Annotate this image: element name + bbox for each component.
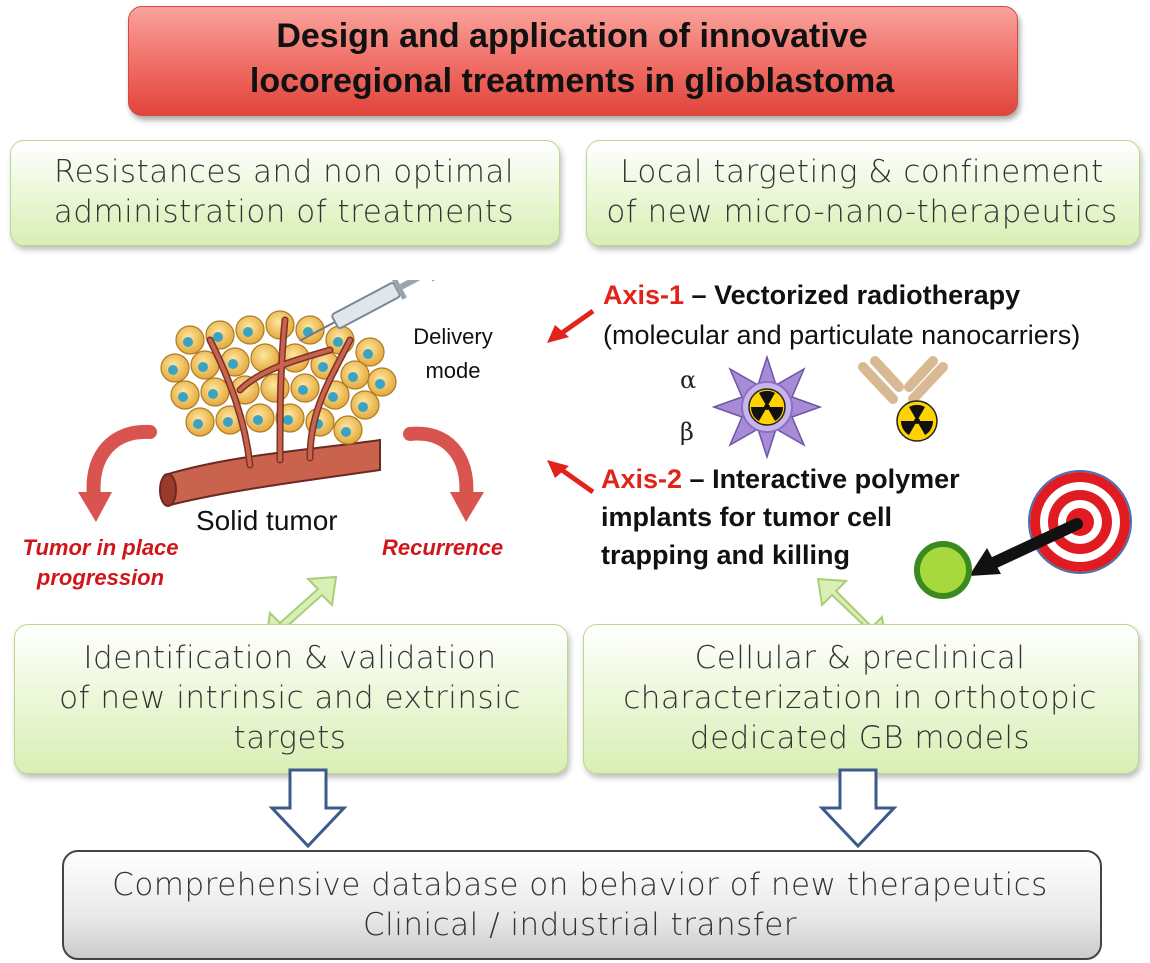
box-identification-text: Identification & validation of new intri… — [14, 638, 566, 758]
box-local-targeting-line-1: Local targeting & confinement — [620, 154, 1104, 190]
axis2-title: – Interactive polymer — [682, 464, 960, 494]
box-local-targeting — [586, 140, 1140, 246]
recurrence-label: Recurrence — [382, 535, 504, 560]
recurrence-curved-arrow-icon — [403, 426, 484, 522]
beta-label: β — [680, 418, 694, 446]
solid-tumor-label: Solid tumor — [196, 505, 338, 536]
axis2-line-1: Axis-2 – Interactive polymer — [601, 460, 960, 498]
title-line-2: locoregional treatments in glioblastoma — [249, 62, 895, 100]
progression-line-1: Tumor in place — [22, 535, 179, 560]
box-identification-line-1: Identification & validation — [83, 640, 497, 676]
solid-tumor-illustration — [159, 280, 437, 507]
axis1-heading: Axis-1 – Vectorized radiotherapy — [603, 276, 1020, 314]
box-final-line-1: Comprehensive database on behavior of ne… — [112, 867, 1048, 903]
left-down-arrow-icon — [268, 768, 348, 848]
right-down-arrow-icon — [818, 768, 898, 848]
box-identification-line-3: targets — [233, 720, 347, 756]
box-final-database — [62, 850, 1102, 960]
radiolabeled-antibody-icon — [858, 356, 948, 442]
box-local-targeting-text: Local targeting & confinement of new mic… — [586, 152, 1138, 232]
box-characterization — [583, 624, 1139, 774]
box-identification-line-2: of new intrinsic and extrinsic — [59, 680, 521, 716]
box-resistances — [10, 140, 560, 246]
target-trap-icon — [914, 470, 1132, 599]
box-characterization-line-2: characterization in orthotopic — [623, 680, 1097, 716]
box-resistances-line-2: administration of treatments — [53, 194, 515, 230]
axis1-title: – Vectorized radiotherapy — [684, 280, 1021, 310]
box-characterization-line-3: dedicated GB models — [689, 720, 1031, 756]
title-line-1: Design and application of innovative — [276, 17, 868, 55]
progression-label: Tumor in place progression — [8, 533, 193, 593]
axis1-subtitle: (molecular and particulate nanocarriers) — [603, 320, 1081, 350]
axis2-name: Axis-2 — [601, 464, 683, 494]
progression-line-2: progression — [36, 565, 165, 590]
box-final-text: Comprehensive database on behavior of ne… — [62, 865, 1098, 945]
box-final-line-2: Clinical / industrial transfer — [362, 907, 798, 943]
alpha-label: α — [680, 366, 697, 394]
delivery-mode-line-2: mode — [425, 358, 481, 383]
box-local-targeting-line-2: of new micro-nano-therapeutics — [606, 194, 1118, 230]
axis2-line-3: trapping and killing — [601, 540, 850, 570]
axis1-arrow-icon — [547, 308, 595, 343]
box-characterization-text: Cellular & preclinical characterization … — [583, 638, 1137, 758]
box-characterization-line-1: Cellular & preclinical — [694, 640, 1026, 676]
axis2-arrow-icon — [547, 460, 595, 495]
axis2-heading: Axis-2 – Interactive polymer implants fo… — [601, 460, 960, 574]
page-title: Design and application of innovative loc… — [128, 14, 1016, 104]
box-resistances-text: Resistances and non optimal administrati… — [10, 152, 558, 232]
progression-curved-arrow-icon — [78, 424, 157, 522]
axis1-name: Axis-1 — [603, 280, 685, 310]
delivery-mode-line-1: Delivery — [413, 324, 493, 349]
radioactive-nanocarrier-icon — [712, 355, 822, 459]
title-banner — [128, 6, 1018, 116]
delivery-mode-label: Delivery mode — [398, 320, 508, 388]
axis2-line-2: implants for tumor cell — [601, 502, 893, 532]
box-resistances-line-1: Resistances and non optimal — [53, 154, 515, 190]
box-identification — [14, 624, 568, 774]
